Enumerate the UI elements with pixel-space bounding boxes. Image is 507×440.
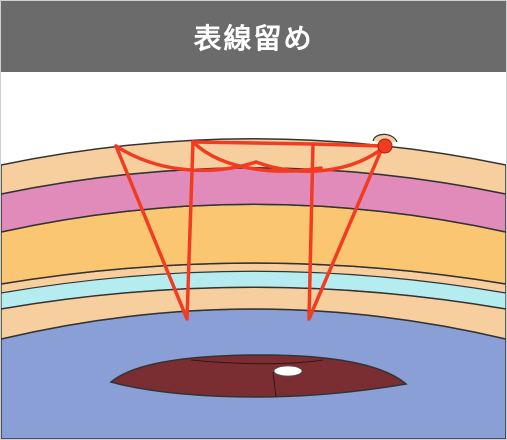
diagram-svg <box>1 133 506 439</box>
lens-inner-line <box>190 359 324 365</box>
suture-top-right-loop <box>254 144 387 173</box>
suture-right-segment <box>191 140 385 321</box>
suture-left-segment <box>114 140 195 321</box>
lens-center-line <box>272 371 277 398</box>
deep-beige-layer <box>1 286 506 340</box>
suture-top-link <box>311 142 385 148</box>
dark-lens-tissue <box>109 354 408 398</box>
figure-title: 表線留め <box>193 21 314 55</box>
suture-diagram <box>1 72 506 439</box>
suture-thread <box>114 140 387 321</box>
title-bar: 表線留め <box>1 1 506 72</box>
knot-dot-icon <box>377 138 393 154</box>
skin-bump <box>372 133 398 143</box>
lens-white-spot <box>273 365 303 377</box>
